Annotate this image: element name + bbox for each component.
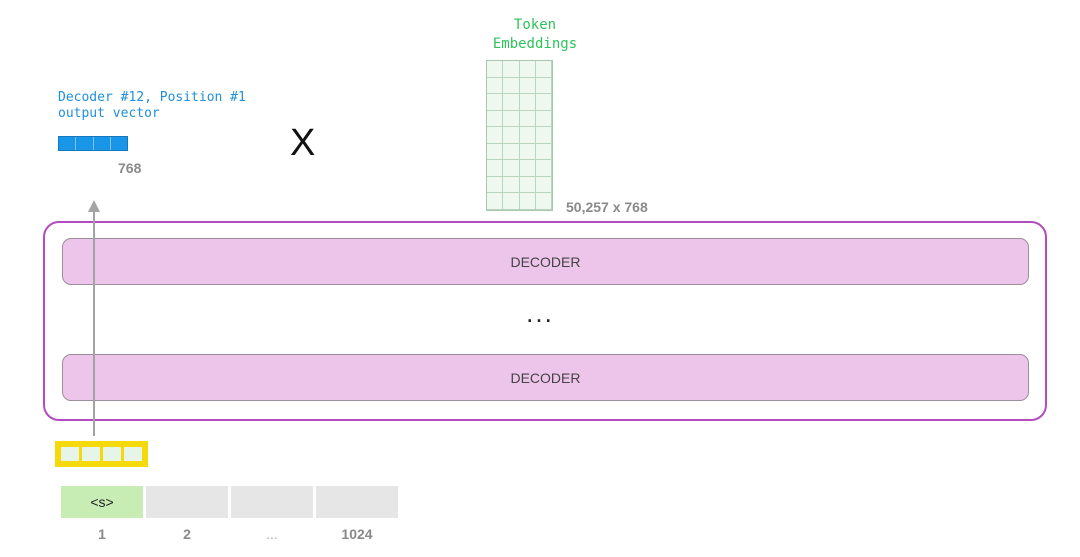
decoder-block-top: DECODER [62, 238, 1029, 285]
decoder-stack [43, 221, 1047, 421]
token-embeddings-dims: 50,257 x 768 [566, 199, 648, 215]
token-cell-4 [316, 486, 398, 518]
decoder-ellipsis: ... [526, 298, 554, 328]
position-label-3: ... [266, 526, 278, 542]
position-label-1: 1 [98, 526, 106, 542]
output-vector-dim: 768 [118, 160, 142, 176]
token-embeddings-matrix [486, 60, 553, 211]
decoder-block-bottom: DECODER [62, 354, 1029, 401]
token-cell-3 [231, 486, 313, 518]
output-vector [58, 136, 128, 151]
output-vector-label: Decoder #12, Position #1 output vector [58, 90, 246, 121]
token-sequence: <s> [61, 486, 398, 518]
input-token-vector [55, 441, 148, 467]
multiply-operator: X [290, 122, 316, 164]
token-cell-1: <s> [61, 486, 143, 518]
up-arrow-icon [88, 200, 100, 436]
token-cell-2 [146, 486, 228, 518]
token-positions: 1 2 ... 1024 [61, 526, 398, 542]
token-embeddings-title: Token Embeddings [492, 17, 578, 52]
position-label-2: 2 [183, 526, 191, 542]
position-label-4: 1024 [341, 526, 373, 542]
